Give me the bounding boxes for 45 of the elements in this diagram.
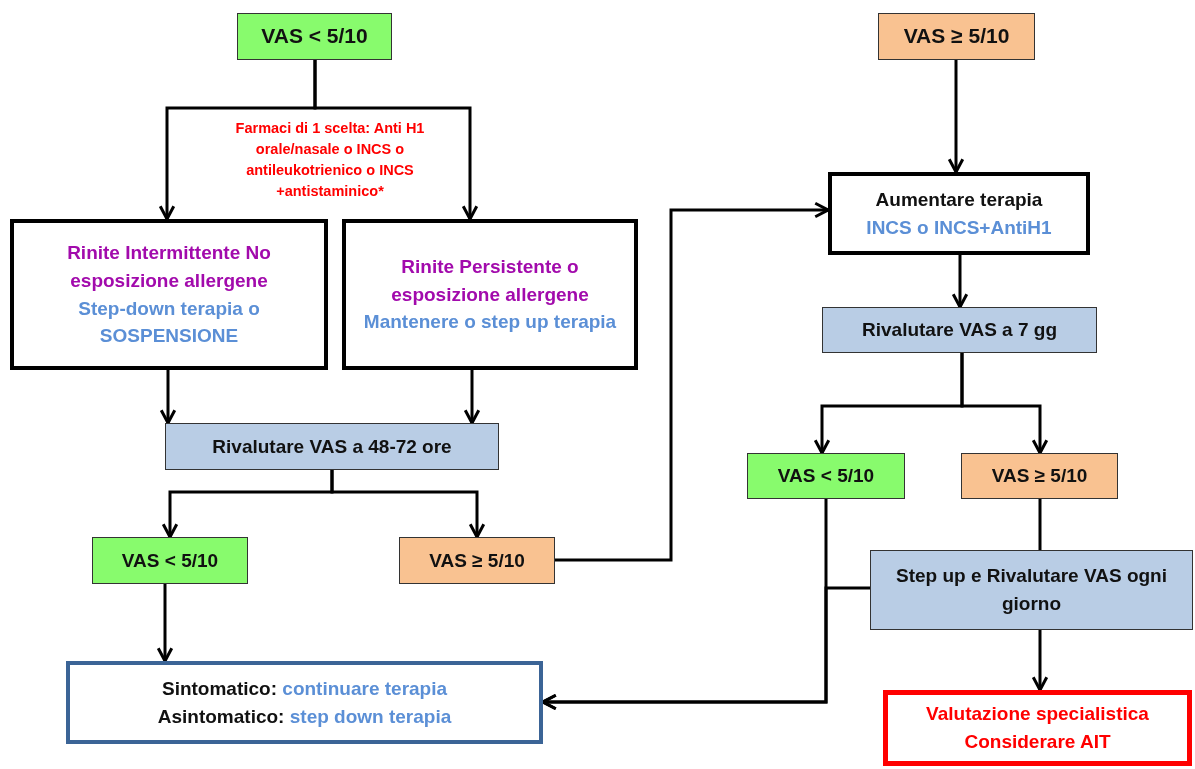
process-box: [165, 423, 499, 470]
note-text: Farmaci di 1 scelta: Anti H1 orale/nasale o INCS o antileukotrienico o INCS +antistaminico*: [234, 119, 426, 202]
process-box: [66, 661, 543, 744]
box-text: Aumentare terapia: [875, 187, 1043, 212]
arrow: [159, 370, 177, 425]
box-text: Step-down terapia o SOSPENSIONE: [77, 296, 261, 349]
box-text: VAS ≥ 5/10: [903, 23, 1010, 50]
arrow: [951, 255, 969, 309]
status-box: [747, 453, 905, 499]
arrow: [555, 201, 830, 562]
box-text: VAS ≥ 5/10: [429, 548, 525, 573]
box-text: step down terapia: [289, 704, 452, 729]
arrow: [947, 60, 965, 174]
box-text: Asintomatico:: [157, 704, 285, 729]
box-text: Rivalutare VAS a 7 gg: [862, 318, 1057, 343]
box-text: VAS ≥ 5/10: [991, 464, 1088, 489]
box-text: Rinite Persistente o esposizione allergene: [390, 255, 590, 307]
process-box: [822, 307, 1097, 353]
status-box: [399, 537, 555, 584]
box-text: VAS < 5/10: [121, 548, 219, 573]
status-box: [961, 453, 1118, 499]
box-text: continuare terapia: [282, 676, 448, 701]
box-text: Valutazione specialistica Considerare AIT: [925, 702, 1150, 754]
arrow: [463, 370, 481, 425]
box-text: Sintomatico:: [161, 676, 277, 701]
box-text: VAS < 5/10: [261, 23, 368, 50]
arrow: [1031, 630, 1049, 692]
box-text: Step up e Rivalutare VAS ogni giorno: [895, 564, 1168, 616]
box-text: VAS < 5/10: [777, 464, 875, 489]
status-box: [878, 13, 1035, 60]
arrow: [330, 470, 486, 539]
arrow: [156, 584, 174, 663]
status-box: [92, 537, 248, 584]
box-text: Rivalutare VAS a 48-72 ore: [212, 434, 452, 459]
process-box: [828, 172, 1090, 255]
box-text: Rinite Intermittente No esposizione allergene: [66, 241, 272, 293]
process-box: [883, 690, 1192, 766]
arrow: [313, 60, 479, 221]
process-box: [10, 219, 328, 370]
status-box: [237, 13, 392, 60]
process-box: [342, 219, 638, 370]
arrow: [960, 353, 1049, 455]
box-text: INCS o INCS+AntiH1: [866, 215, 1052, 240]
box-text: Mantenere o step up terapia: [363, 310, 617, 335]
process-box: [870, 550, 1193, 630]
